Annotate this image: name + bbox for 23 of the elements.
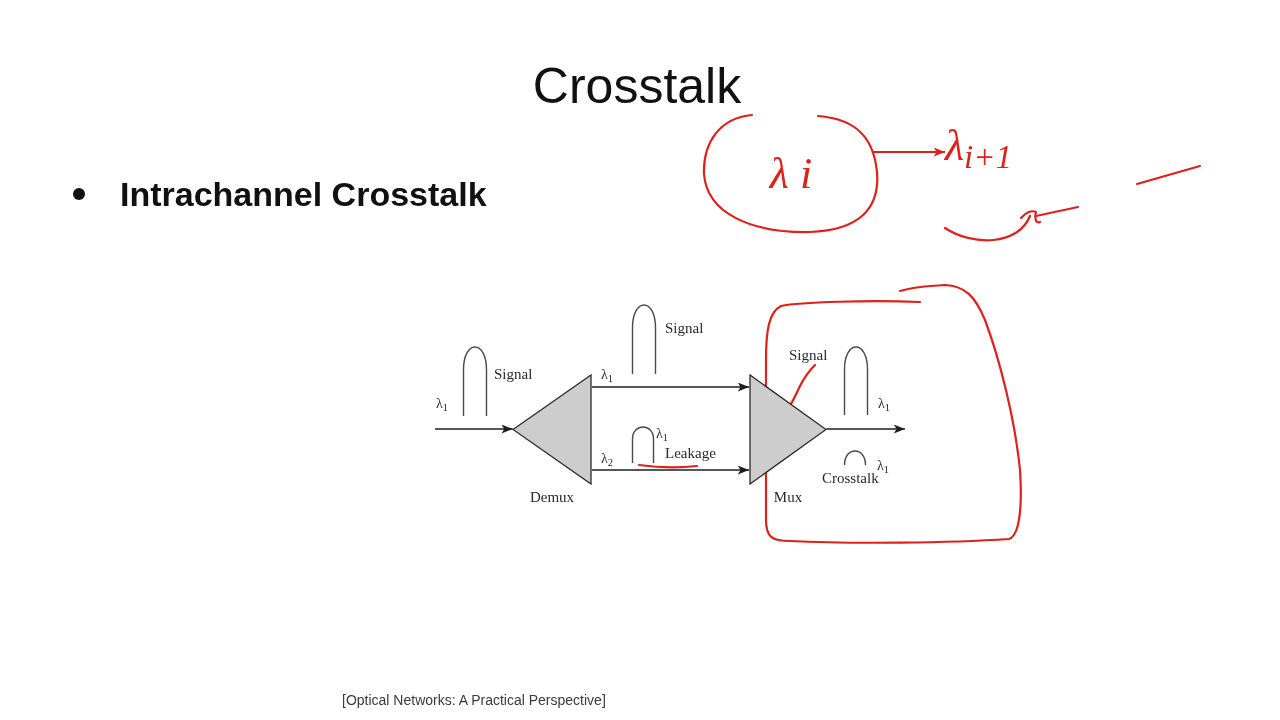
handwritten-text: λ$_{i+1}$ <box>945 120 1012 172</box>
slide-title: Crosstalk <box>532 57 742 116</box>
bullet-text: Intrachannel Crosstalk <box>120 174 487 214</box>
arrow <box>591 465 750 475</box>
wavelength-symbol: λ$_{1}$ <box>877 458 890 474</box>
handwritten-text: λ i <box>769 150 813 198</box>
wavelength-symbol: λ$_{1}$ <box>656 426 669 442</box>
text-label: Leakage <box>665 445 716 462</box>
text-label: Signal <box>789 347 828 364</box>
wavelength-symbol: λ$_{1}$ <box>601 367 614 383</box>
arrow <box>825 424 906 434</box>
arrow <box>591 382 750 392</box>
text-label: Signal <box>665 320 704 337</box>
wavelength-symbol: λ$_{2}$ <box>601 451 614 467</box>
text-label: Crosstalk <box>822 470 879 487</box>
component-label: Mux <box>773 489 803 506</box>
wavelength-symbol: λ$_{1}$ <box>436 396 449 412</box>
component-label: Demux <box>529 489 575 506</box>
arrow <box>434 424 514 434</box>
text-label: Signal <box>494 366 533 383</box>
arrow <box>871 147 945 157</box>
source-citation: [Optical Networks: A Practical Perspective] <box>342 691 606 709</box>
wavelength-symbol: λ$_{1}$ <box>878 396 891 412</box>
